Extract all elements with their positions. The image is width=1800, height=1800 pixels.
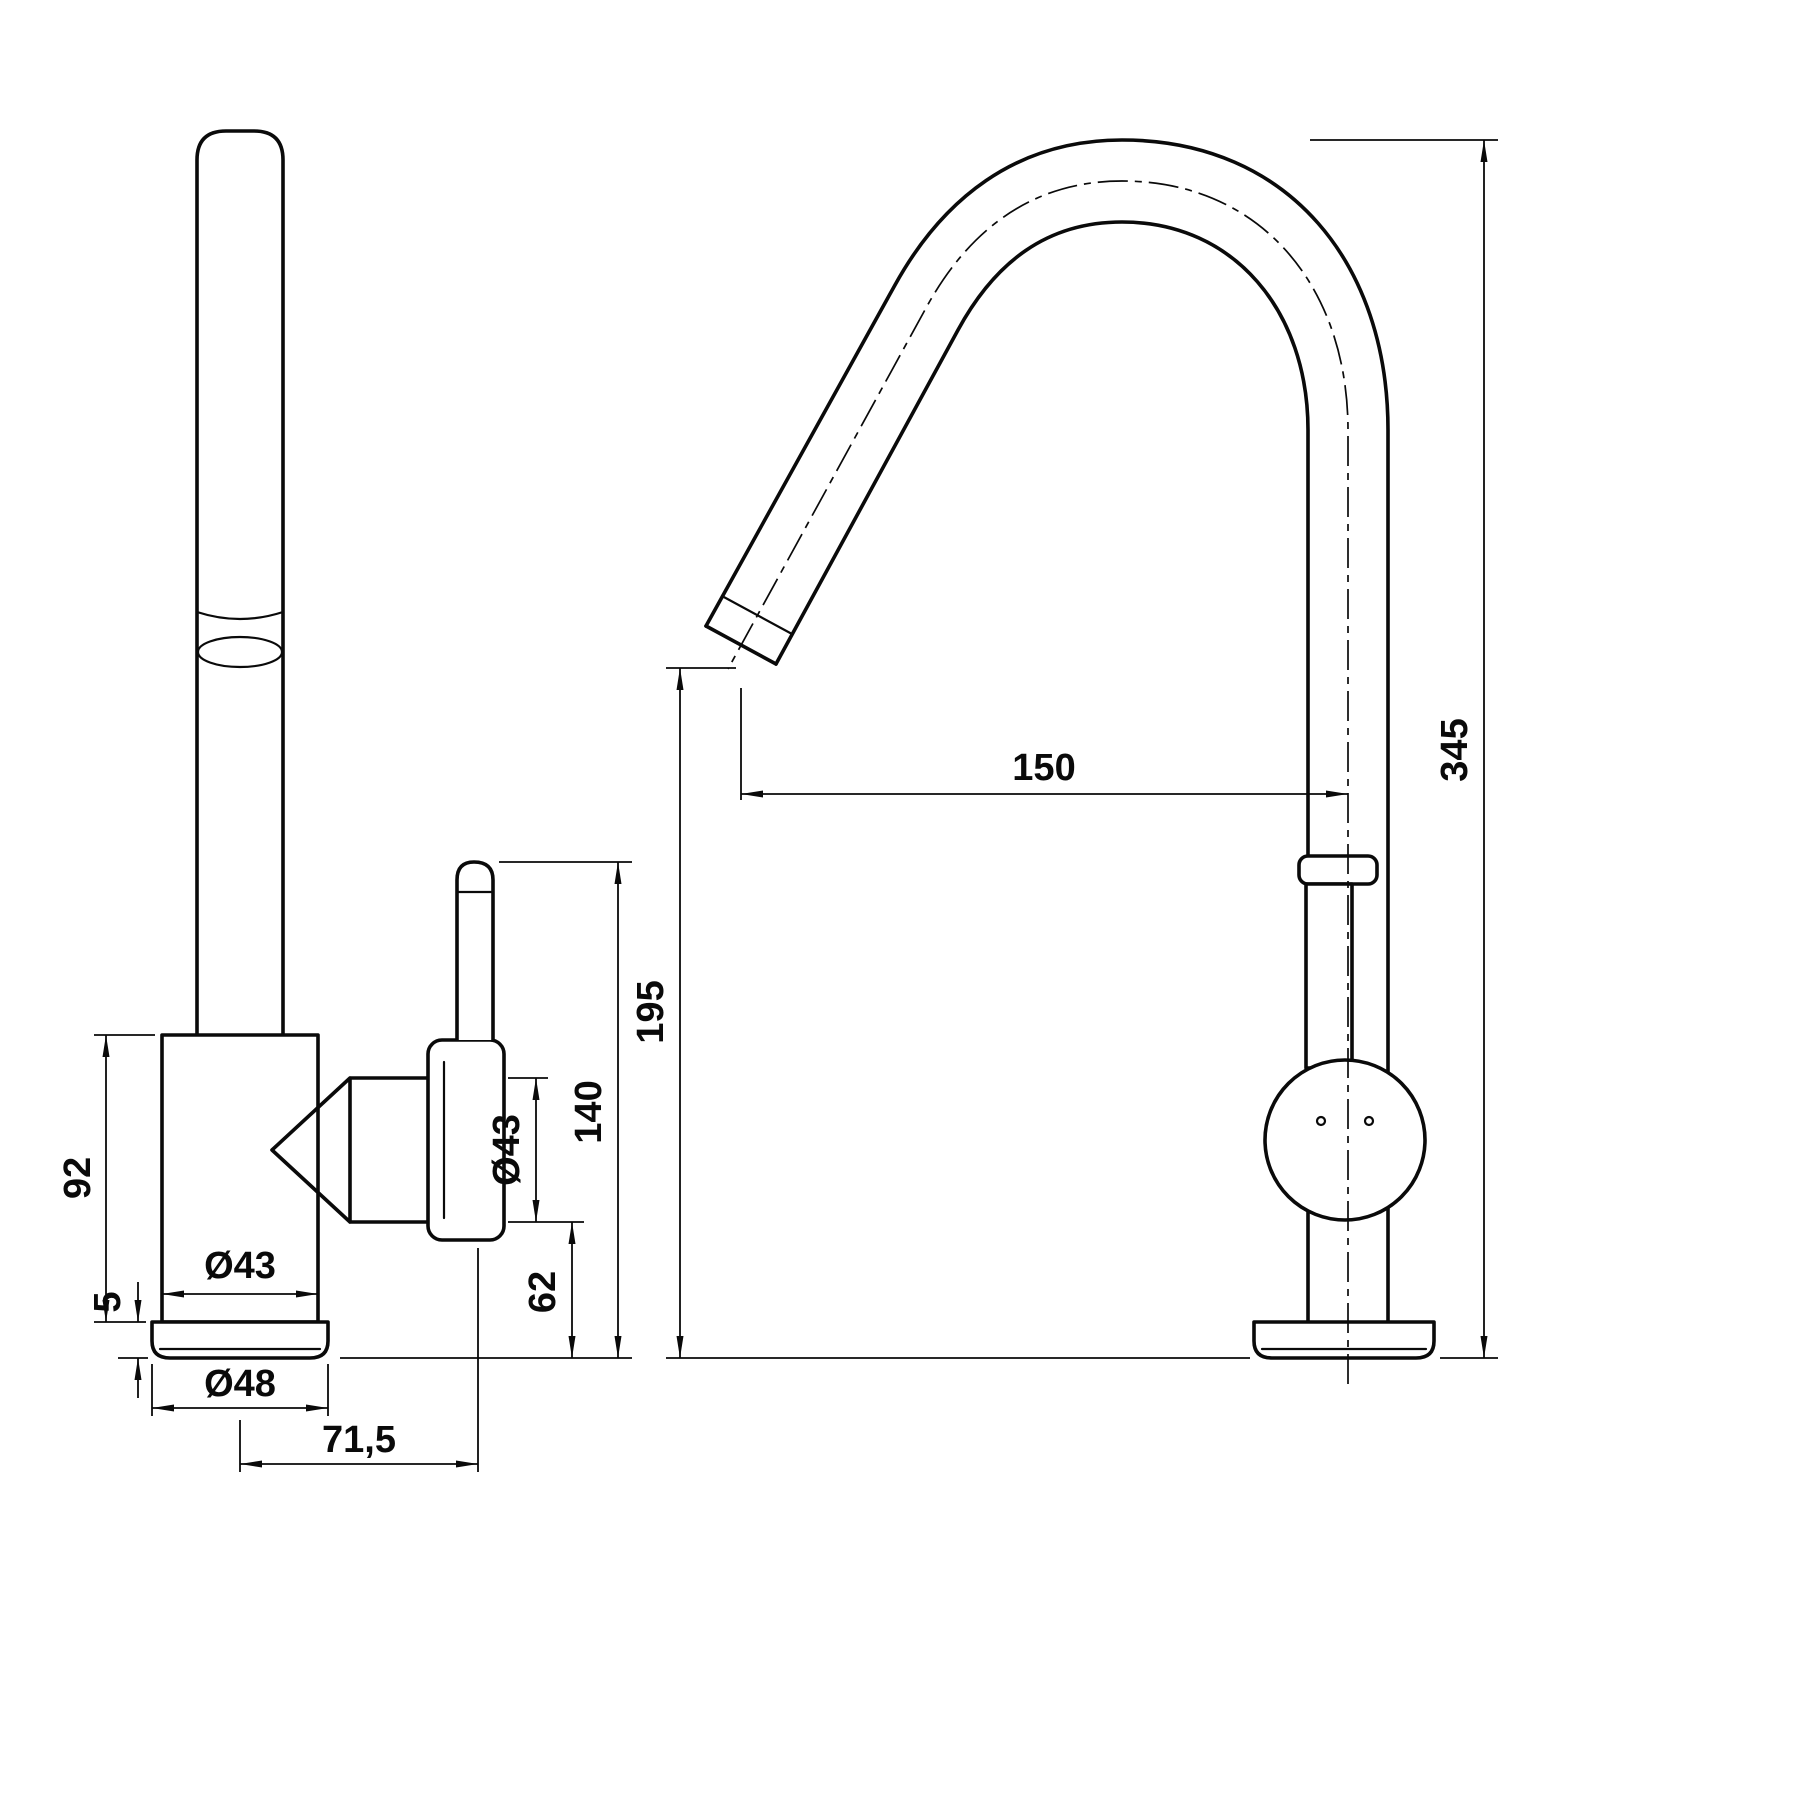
dim-62-label: 62: [522, 1271, 564, 1313]
base-plate-side: [150, 1320, 330, 1360]
escutcheon-dot-left: [1315, 1115, 1327, 1127]
dim-spout-outlet-height: 195: [630, 667, 1250, 1359]
spout-outer-edge: [704, 138, 1390, 1074]
dim-base-thickness: 5: [87, 1282, 148, 1398]
swivel-joint-arc: [195, 610, 285, 621]
swivel-joint-ring: [196, 635, 284, 669]
dim-195-label: 195: [630, 980, 672, 1043]
dim-handle-offset: 71,5: [239, 1248, 479, 1472]
dim-handle-top-height: 140: [340, 861, 632, 1359]
spout-inner-edge: [774, 220, 1310, 870]
dim-body-diameter: Ø43: [162, 1245, 318, 1298]
dim-140-label: 140: [568, 1080, 610, 1143]
cartridge-cone-lines: [270, 1076, 430, 1224]
dim-d43-handle-label: Ø43: [486, 1114, 528, 1186]
dim-body-height: 92: [57, 1034, 155, 1323]
handle-lever-front: [1304, 882, 1354, 1070]
dim-d48-label: Ø48: [204, 1363, 276, 1405]
dim-92-label: 92: [57, 1157, 99, 1199]
dim-total-height: 345: [1310, 139, 1498, 1359]
faucet-body-side: [160, 1033, 320, 1324]
handle-lever-side: [455, 860, 495, 1040]
dim-71-label: 71,5: [322, 1419, 396, 1461]
handle-lever-cap-front: [1297, 854, 1379, 886]
dim-d43-body-label: Ø43: [204, 1245, 276, 1287]
escutcheon-dot-right: [1363, 1115, 1375, 1127]
front-view: 150 195 345: [630, 138, 1498, 1384]
dim-5-label: 5: [87, 1291, 129, 1312]
dim-195-extension-lines: [666, 667, 1250, 1359]
escutcheon-circle: [1263, 1058, 1427, 1222]
dim-handle-diameter: Ø43: [486, 1077, 584, 1223]
dim-345-label: 345: [1434, 718, 1476, 781]
dim-150-label: 150: [1012, 747, 1075, 789]
dim-base-diameter: Ø48: [151, 1363, 329, 1416]
spout-centerline: [727, 180, 1349, 1384]
dim-handle-axis-height: 62: [522, 1222, 576, 1358]
dim-spout-reach: 150: [740, 688, 1348, 800]
dim-140-extension-lines: [340, 861, 632, 1359]
spout-pipe-side: [195, 129, 285, 1037]
dim-92-extension-lines: [94, 1034, 155, 1323]
base-plate-front: [1252, 1320, 1436, 1360]
dim-345-extension-lines: [1310, 139, 1498, 1359]
side-view: 92 5 Ø43 Ø48 71,5 Ø4: [57, 129, 632, 1472]
